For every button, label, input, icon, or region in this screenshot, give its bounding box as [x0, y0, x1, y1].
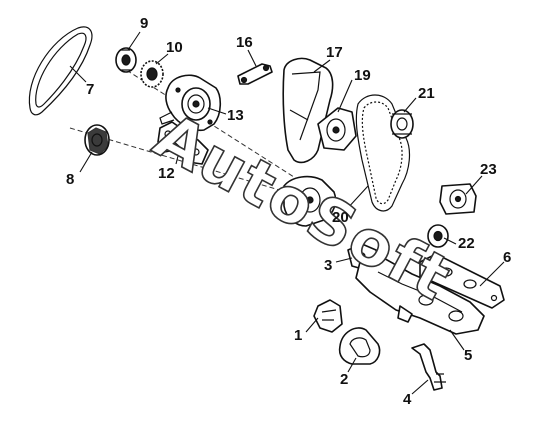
tensioner-arm-part: [237, 63, 273, 85]
crankshaft-pulley-part: [84, 124, 110, 156]
gasket-part: [419, 253, 505, 309]
lower-timing-housing-part: [283, 175, 337, 227]
idler-roller-part: [427, 224, 449, 248]
callout-17: 17: [326, 44, 343, 61]
callout-20: 20: [332, 209, 349, 226]
idler-pulley-part: [115, 47, 137, 73]
callout-8: 8: [66, 171, 74, 188]
water-pump-part: [159, 74, 222, 132]
callout-2: 2: [340, 371, 348, 388]
callout-23: 23: [480, 161, 497, 178]
callout-1: 1: [294, 327, 302, 344]
callout-numbers: 1 2 3 4 5 6 7 8 9 10 12 13 16 17 19 20 2…: [66, 15, 511, 408]
callout-22: 22: [458, 235, 475, 252]
callout-19: 19: [354, 67, 371, 84]
callout-7: 7: [86, 81, 94, 98]
mounting-bracket-part: [157, 121, 209, 165]
callout-5: 5: [464, 347, 472, 364]
callout-13: 13: [227, 107, 244, 124]
timing-belt-part: [355, 94, 411, 212]
gasket-cover-part: [338, 327, 381, 365]
exhaust-manifold-part: [355, 255, 485, 335]
callout-9: 9: [140, 15, 148, 32]
callout-3: 3: [324, 257, 332, 274]
drive-belt-part: [28, 26, 93, 116]
callout-4: 4: [403, 391, 412, 408]
tensioner-pulley-part: [317, 107, 357, 151]
camshaft-sprocket-part: [390, 109, 414, 139]
toothed-sprocket-part: [140, 60, 164, 88]
callout-21: 21: [418, 85, 435, 102]
callout-10: 10: [166, 39, 183, 56]
callout-12: 12: [158, 165, 175, 182]
callout-16: 16: [236, 34, 253, 51]
timing-cover-upper-part: [282, 57, 334, 164]
sensor-part: [411, 343, 446, 391]
callout-6: 6: [503, 249, 511, 266]
cover-plate-part: [313, 299, 343, 333]
callout-leaders: [69, 31, 505, 395]
oil-pump-sprocket-part: [439, 183, 477, 215]
